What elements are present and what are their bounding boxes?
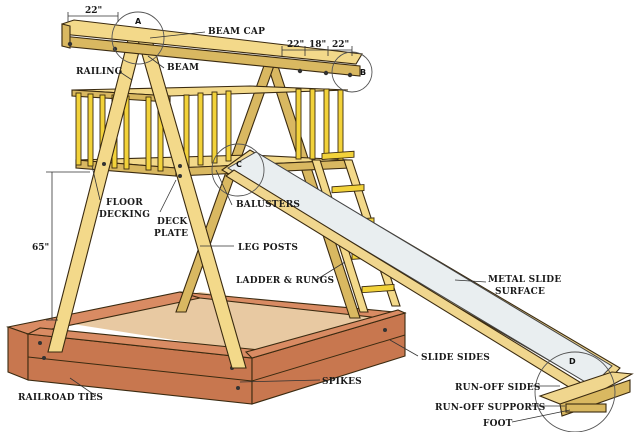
- label-floor-decking-1: FLOOR: [106, 198, 143, 208]
- baluster: [145, 96, 152, 171]
- eye-bolt: [297, 68, 303, 74]
- ladder-rung: [361, 283, 395, 294]
- callout-circle-d: [534, 351, 616, 432]
- baluster: [87, 93, 94, 167]
- label-deck-plate-2: PLATE: [154, 229, 188, 239]
- callout-c: C: [236, 160, 242, 169]
- label-railroad-ties: RAILROAD TIES: [18, 393, 103, 403]
- label-floor-decking-2: DECKING: [99, 210, 150, 220]
- foot: [565, 403, 607, 413]
- label-deck-plate-1: DECK: [157, 217, 188, 227]
- leader-lines: [69, 31, 571, 423]
- spike-head: [38, 341, 42, 345]
- slide: [220, 149, 634, 417]
- spike-head: [42, 356, 46, 360]
- leader-beam: [147, 55, 165, 69]
- leg-bolt: [102, 162, 106, 166]
- labels: BEAM CAP BEAM RAILING FLOOR DECKING DECK…: [18, 27, 561, 429]
- leader-foot: [511, 409, 571, 423]
- label-beam-cap: BEAM CAP: [208, 27, 265, 37]
- eye-bolt: [347, 72, 353, 78]
- label-slide-sides: SLIDE SIDES: [421, 353, 490, 363]
- label-run-off-supports: RUN-OFF SUPPORTS: [435, 403, 545, 413]
- spike-head: [383, 328, 387, 332]
- dim-top-left: 22": [85, 6, 102, 16]
- label-balusters: BALUSTERS: [236, 200, 300, 210]
- dim-right-a: 22": [287, 40, 304, 50]
- leg-bolt: [178, 174, 182, 178]
- callout-circle-a: [111, 11, 165, 65]
- ladder-rung: [331, 184, 365, 194]
- leader-railroad-ties: [69, 377, 97, 397]
- label-beam: BEAM: [167, 63, 199, 73]
- tie-top-right: [244, 309, 407, 359]
- label-ladder-rungs: LADDER & RUNGS: [236, 276, 334, 286]
- callout-d: D: [569, 357, 576, 366]
- callout-b: B: [360, 68, 366, 77]
- dim-right-b: 18": [309, 40, 326, 50]
- leader-spikes: [239, 379, 321, 383]
- label-metal-slide-1: METAL SLIDE: [488, 275, 561, 285]
- ladder-rung: [321, 150, 355, 160]
- label-metal-slide-2: SURFACE: [495, 287, 545, 297]
- spike-head: [236, 386, 240, 390]
- dimensions: 22" 22" 18" 22" 65": [32, 6, 353, 321]
- leg-bolt: [178, 164, 182, 168]
- label-leg-posts: LEG POSTS: [238, 243, 298, 253]
- tie-seam-right: [251, 334, 406, 382]
- baluster: [197, 92, 204, 166]
- tie-corner-left: [7, 326, 29, 381]
- callouts: A B C D: [111, 11, 616, 432]
- leader-slide-surface: [454, 279, 487, 283]
- beam-end: [61, 23, 71, 49]
- baluster: [337, 89, 344, 161]
- callout-circle-c: [211, 143, 265, 197]
- metal-slide-surface: [227, 151, 613, 387]
- baluster: [309, 88, 316, 160]
- leader-beam-cap: [149, 31, 206, 39]
- dim-right-c: 22": [332, 40, 349, 50]
- baluster: [211, 91, 218, 164]
- label-run-off-sides: RUN-OFF SIDES: [455, 383, 541, 393]
- balusters: [75, 88, 344, 172]
- label-foot: FOOT: [483, 419, 513, 429]
- baluster: [75, 92, 82, 166]
- eye-bolt: [323, 70, 329, 76]
- label-railing: RAILING: [76, 67, 123, 77]
- leader-railing: [119, 71, 133, 81]
- baluster: [323, 88, 330, 160]
- tie-seam-front: [27, 356, 253, 382]
- dim-height: 65": [32, 243, 49, 253]
- leader-slide-sides: [389, 339, 419, 357]
- label-spikes: SPIKES: [322, 377, 362, 387]
- leader-floor-decking: [91, 165, 101, 201]
- leader-deck-plate: [159, 179, 177, 213]
- leader-balusters: [215, 169, 233, 206]
- leader-ladder: [315, 261, 346, 281]
- baluster: [295, 88, 302, 160]
- eye-bolt: [67, 41, 73, 47]
- callout-a: A: [135, 17, 142, 26]
- baluster: [225, 90, 232, 162]
- beam-assembly: [61, 19, 363, 78]
